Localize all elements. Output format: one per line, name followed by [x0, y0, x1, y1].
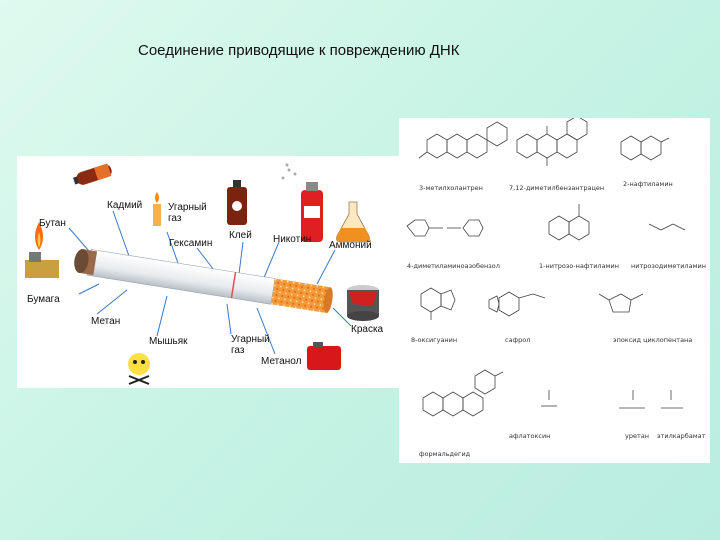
label-paint: Краска [351, 324, 384, 335]
flask-icon [336, 201, 370, 243]
naphthylamine-structure [620, 135, 670, 161]
label-nicotine: Никотин [273, 234, 312, 245]
dimethylbenzanthracene-structure [516, 118, 588, 166]
urethane-structure [541, 390, 557, 407]
spray-can-icon [281, 163, 323, 242]
molecule-name: сафрол [505, 336, 531, 344]
epoxide-structure [598, 293, 644, 313]
molecule-name: 8-оксигуанин [411, 336, 458, 344]
label-methanol: Метанол [261, 356, 302, 367]
paint-can-icon [347, 285, 379, 321]
molecule-name: 3-метилхолантрен [419, 184, 483, 192]
label-glue: Клей [229, 230, 252, 241]
safrole-structure [488, 291, 546, 317]
label-arsenic: Мышьяк [149, 336, 188, 347]
ethylcarbamate-structure [619, 390, 683, 409]
skull-icon [128, 353, 150, 385]
label-methane: Метан [91, 316, 121, 327]
label-ammonium: Аммоний [329, 240, 372, 251]
connector-lines [68, 210, 352, 355]
lighter-icon [25, 222, 59, 278]
battery-icon [73, 163, 112, 185]
nitrosonaphthylamine-structure [548, 204, 590, 241]
candle-icon [153, 192, 161, 226]
molecule-name: 7,12-диметилбензантрацен [509, 184, 605, 192]
oxoguanine-structure [420, 287, 456, 320]
carcinogen-structures: 3-метилхолантрен 7,12-диметилбензантраце… [399, 118, 710, 463]
cigarette [74, 248, 333, 314]
nitrosodimethylamine-structure [648, 223, 686, 231]
molecule-name: нитрозодиметиламин [631, 262, 706, 270]
molecule-name: формальдегид [419, 450, 471, 458]
molecule-name: 1-нитрозо-нафтиламин [539, 262, 619, 270]
molecule-name: 4-диметиламиноазобензол [407, 262, 500, 270]
label-paper: Бумага [27, 294, 60, 305]
structure-drawings [406, 118, 686, 417]
cigarette-drawing [25, 163, 379, 385]
glue-bottle-icon [227, 180, 247, 225]
molecule-name: 2-нафтиламин [623, 180, 673, 188]
slide-title: Соединение приводящие к повреждению ДНК [138, 42, 460, 59]
molecule-name: этилкарбамат [657, 432, 706, 440]
aflatoxin-structure [422, 369, 504, 417]
label-butane: Бутан [39, 218, 66, 229]
label-carbon-monoxide-bottom: Угарный газ [231, 334, 270, 356]
cigarette-illustration: Бутан Кадмий Угарный газ Гексамин Клей Н… [17, 156, 400, 388]
molecule-name: эпоксид циклопентана [613, 336, 693, 344]
label-cadmium: Кадмий [107, 200, 143, 211]
canister-icon [307, 342, 341, 370]
molecule-name: уретан [625, 432, 649, 440]
label-hexamine: Гексамин [169, 238, 213, 249]
methylcholanthrene-structure [418, 121, 508, 159]
label-carbon-monoxide-top: Угарный газ [168, 202, 207, 224]
molecule-name: афлатоксин [509, 432, 551, 440]
azobenzene-structure [406, 219, 484, 237]
